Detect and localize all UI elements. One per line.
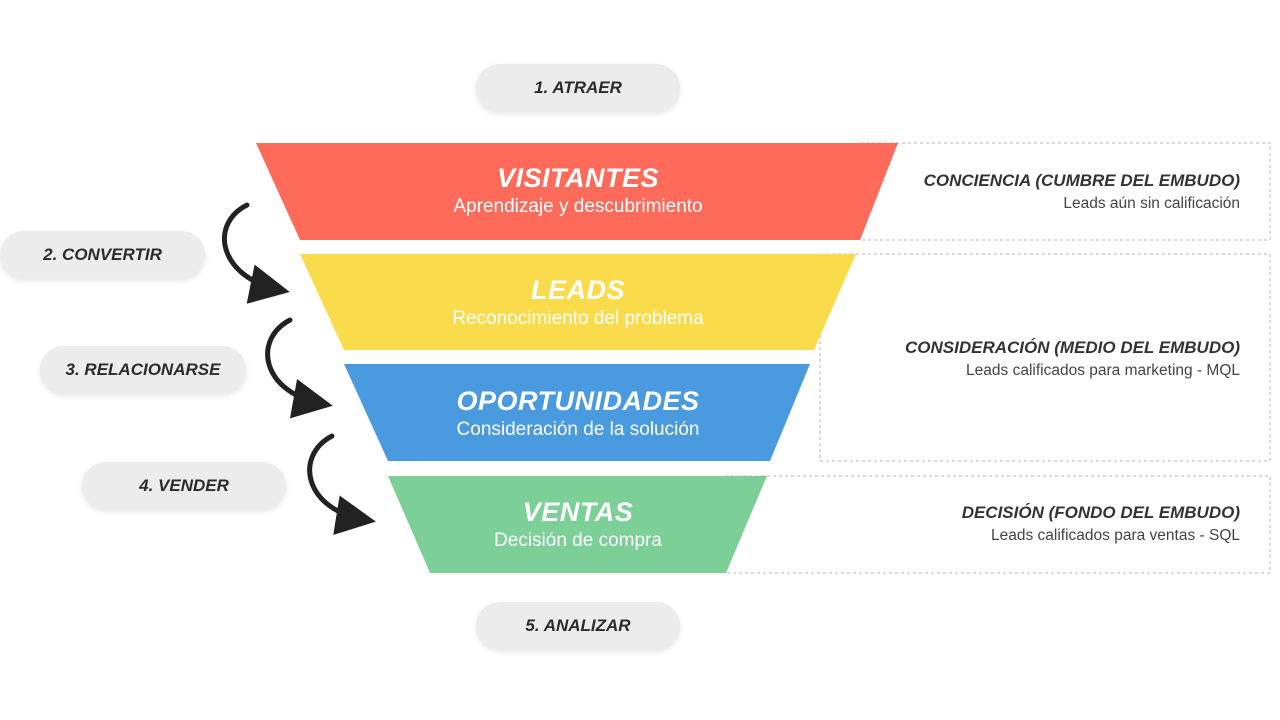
step-convert-pill: 2. CONVERTIR [0,231,205,279]
phase-box-decision [724,475,1271,574]
phase-title: CONSIDERACIÓN (MEDIO DEL EMBUDO) [905,338,1240,357]
curved-arrow-icon [307,433,376,535]
funnel-segment-visitors [256,143,898,240]
funnel-segment-leads [300,254,856,350]
stage-title: LEADS [530,275,625,305]
phase-title: CONCIENCIA (CUMBRE DEL EMBUDO) [923,171,1240,190]
curved-arrow-icon [221,202,290,304]
stage-opportunities: OPORTUNIDADES Consideración de la soluci… [388,385,768,443]
stage-title: VISITANTES [496,163,660,193]
step-sell-pill: 4. VENDER [82,462,286,510]
phase-consideration: CONSIDERACIÓN (MEDIO DEL EMBUDO) Leads c… [820,337,1240,383]
funnel-segment-sales [388,476,767,573]
phase-decision: DECISIÓN (FONDO DEL EMBUDO) Leads califi… [820,502,1240,548]
stage-subtitle: Decisión de compra [494,530,662,551]
stage-subtitle: Consideración de la solución [456,419,700,440]
stage-sales: VENTAS Decisión de compra [430,496,726,554]
step-relate-pill: 3. RELACIONARSE [40,346,246,394]
stage-title: OPORTUNIDADES [456,386,700,416]
phase-title: DECISIÓN (FONDO DEL EMBUDO) [961,503,1240,522]
curved-arrow-icon [265,317,333,419]
step-analyze-pill: 5. ANALIZAR [476,602,680,650]
stage-subtitle: Reconocimiento del problema [452,308,704,329]
phase-subtitle: Leads aún sin calificación [1063,195,1240,212]
phase-box-consideration [819,253,1271,462]
phase-subtitle: Leads calificados para ventas - SQL [991,527,1240,544]
phase-subtitle: Leads calificados para marketing - MQL [966,362,1240,379]
funnel-segment-opportunities [344,364,810,461]
stage-leads: LEADS Reconocimiento del problema [344,274,812,332]
phase-box-awareness [859,142,1271,241]
stage-title: VENTAS [522,497,634,527]
stage-visitors: VISITANTES Aprendizaje y descubrimiento [300,162,856,220]
step-attract-pill: 1. ATRAER [476,64,680,112]
stage-subtitle: Aprendizaje y descubrimiento [453,196,703,217]
phase-awareness: CONCIENCIA (CUMBRE DEL EMBUDO) Leads aún… [840,170,1240,216]
